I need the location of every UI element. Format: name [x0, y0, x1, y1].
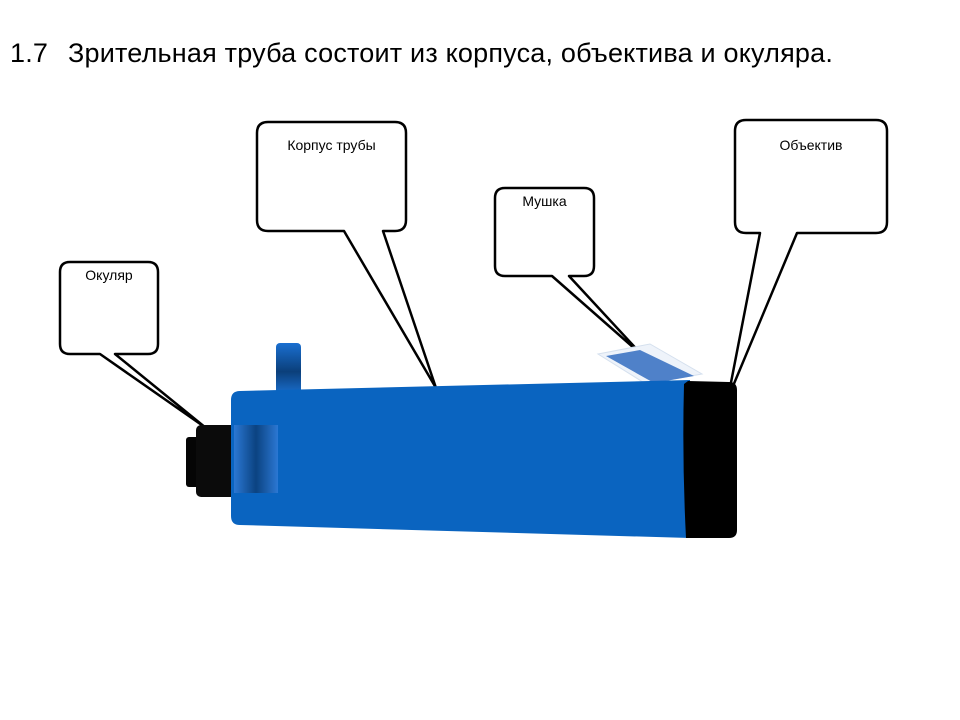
- eyepiece: [196, 425, 236, 497]
- sight-blade: [606, 350, 694, 383]
- title-text: Зрительная труба состоит из корпуса, объ…: [68, 38, 834, 68]
- callout-label-body: Корпус трубы: [287, 137, 376, 153]
- slide-title: 1.7 Зрительная труба состоит из корпуса, …: [10, 38, 833, 69]
- callout-eyepiece: [58, 260, 208, 430]
- callout-label-sight: Мушка: [522, 193, 567, 209]
- callout-sight: [493, 186, 645, 358]
- tube-body: [231, 380, 690, 538]
- objective-lens: [683, 381, 737, 538]
- callout-label-objective: Объектив: [779, 137, 843, 153]
- section-number: 1.7: [10, 38, 49, 68]
- callout-objective: [726, 118, 889, 400]
- callout-label-eyepiece: Окуляр: [85, 267, 133, 283]
- focus-ring: [234, 425, 278, 493]
- front-post: [276, 343, 301, 395]
- callout-body: [255, 120, 438, 390]
